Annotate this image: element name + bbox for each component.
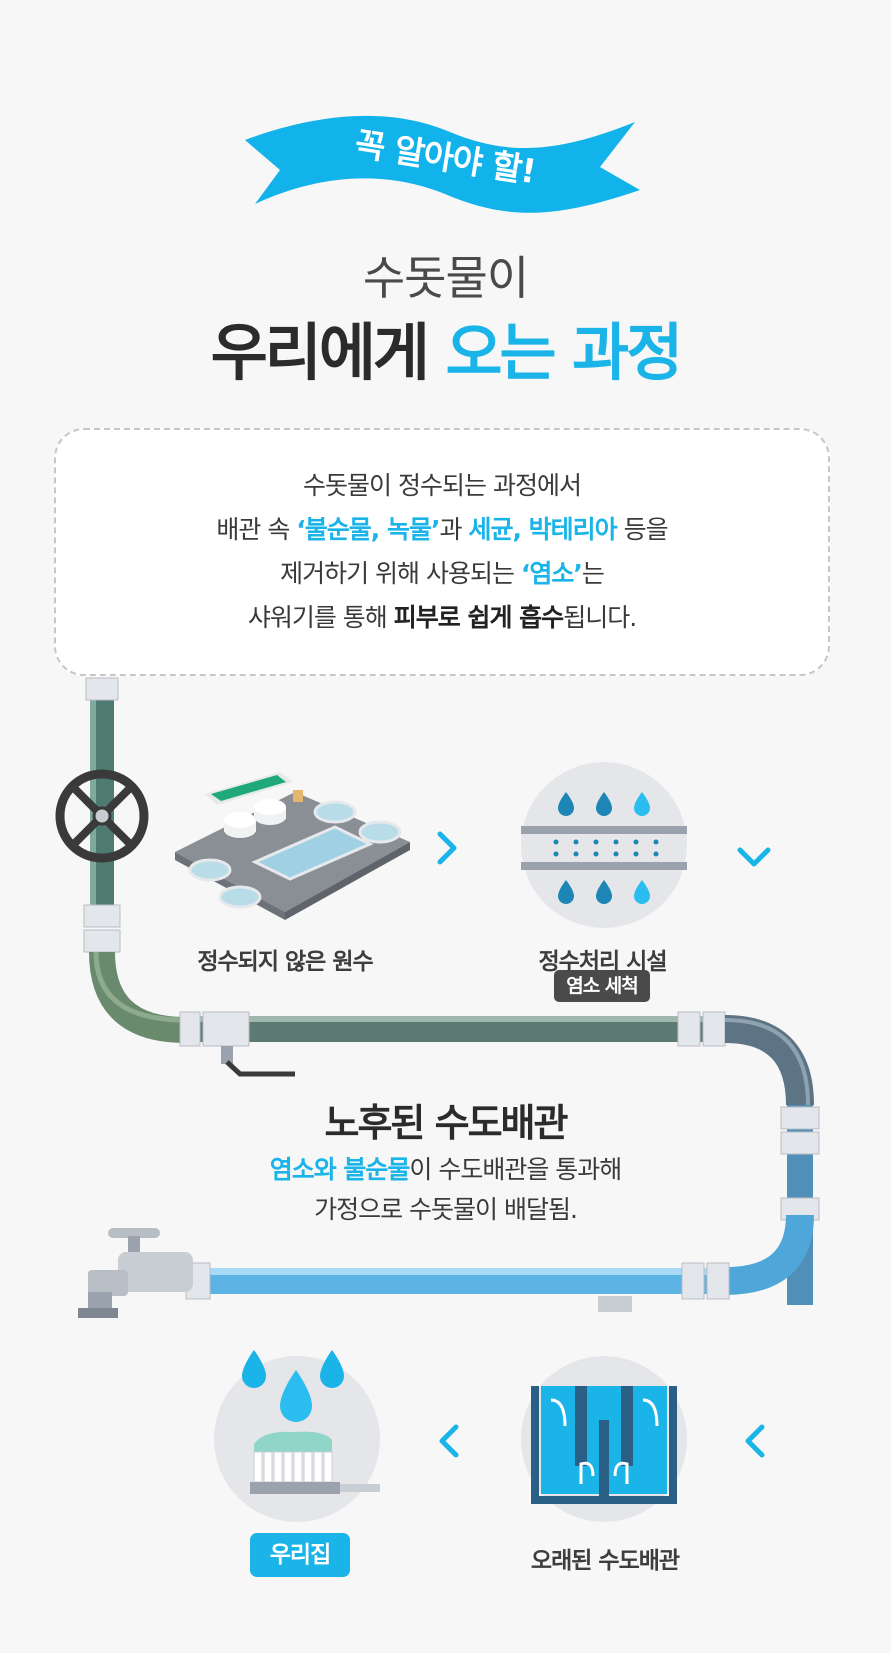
- pipe-description: 염소와 불순물이 수도배관을 통과해 가정으로 수돗물이 배달됨.: [0, 1150, 891, 1230]
- info-text: 샤워기를 통해: [247, 603, 394, 632]
- info-line-1: 수돗물이 정수되는 과정에서: [303, 471, 582, 500]
- pipe-desc-highlight: 염소와 불순물: [269, 1155, 411, 1184]
- water-treatment-plant-icon: [175, 772, 410, 920]
- info-line-3: 제거하기 위해 사용되는 ‘염소’는: [280, 552, 605, 596]
- info-text: 과: [439, 515, 469, 544]
- title-plain: 우리에게: [210, 316, 446, 389]
- banner-ribbon-icon: [245, 115, 640, 213]
- badge-home: 우리집: [250, 1533, 350, 1577]
- filter-droplets-icon: [521, 762, 687, 928]
- info-emphasis: 피부로 쉽게 흡수: [393, 603, 564, 632]
- info-text: 제거하기 위해 사용되는: [280, 559, 521, 588]
- pipe-title: 노후된 수도배관: [324, 1101, 569, 1145]
- pipe-flow-arrows-icon: [521, 1356, 687, 1522]
- info-line-2: 배관 속 ‘불순물, 녹물’과 세균, 박테리아 등을: [216, 508, 669, 552]
- toothbrush-water-drops-icon: [214, 1350, 380, 1522]
- chevron-down-icon: [737, 847, 771, 867]
- title-line-1: 수돗물이: [362, 251, 529, 305]
- info-text: 배관 속: [216, 515, 297, 544]
- pipe-desc-line-1: 염소와 불순물이 수도배관을 통과해: [0, 1150, 891, 1190]
- pipe-desc-line-2: 가정으로 수돗물이 배달됨.: [314, 1195, 578, 1224]
- label-old-pipe: 오래된 수도배관: [530, 1548, 680, 1574]
- title-highlight: 오는 과정: [445, 316, 684, 389]
- label-raw-water: 정수되지 않은 원수: [197, 949, 373, 975]
- chevron-right-icon: [437, 831, 457, 865]
- pipe-desc-text: 이 수도배관을 통과해: [409, 1155, 622, 1184]
- chevron-left-icon: [745, 1424, 765, 1458]
- faucet-icon: [78, 1228, 193, 1318]
- info-highlight: ‘염소’: [520, 559, 583, 588]
- info-box: 수돗물이 정수되는 과정에서 배관 속 ‘불순물, 녹물’과 세균, 박테리아 …: [54, 428, 830, 676]
- valve-wheel-icon: [55, 769, 149, 863]
- info-text: 됩니다.: [563, 603, 637, 632]
- info-text: 는: [581, 559, 605, 588]
- chevron-left-icon: [439, 1424, 459, 1458]
- info-highlight: 세균, 박테리아: [468, 515, 617, 544]
- info-highlight: ‘불순물, 녹물’: [296, 515, 440, 544]
- badge-chlorine-wash: 염소 세척: [554, 970, 650, 1002]
- info-text: 등을: [616, 515, 669, 544]
- info-line-4: 샤워기를 통해 피부로 쉽게 흡수됩니다.: [247, 596, 637, 640]
- page-title: 우리에게 오는 과정: [0, 302, 891, 392]
